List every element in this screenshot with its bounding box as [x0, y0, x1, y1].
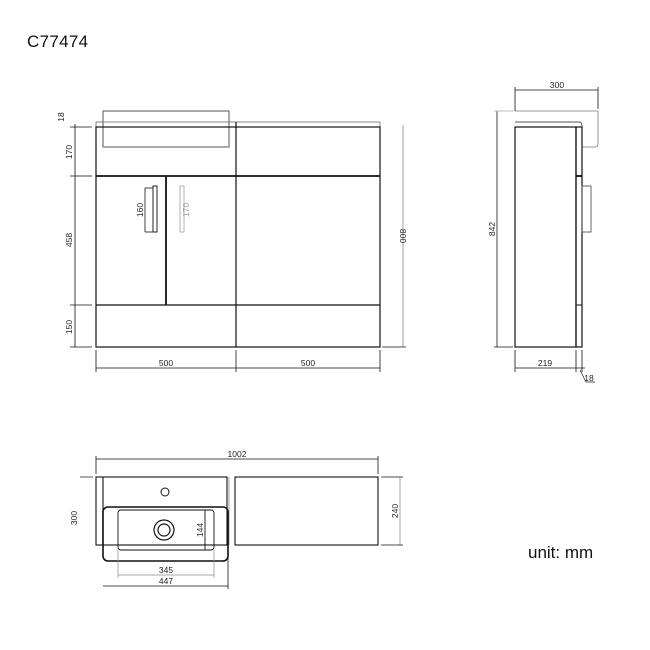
door-edge — [575, 126, 583, 348]
dim-bowl-depth: 144 — [195, 523, 205, 537]
basin-front — [102, 110, 230, 148]
dim-right-width: 500 — [301, 358, 315, 368]
side-handle-icon — [581, 185, 592, 233]
dim-total-width: 1002 — [228, 449, 247, 459]
dim-depth-top: 300 — [550, 80, 564, 90]
dim-handle-left: 160 — [135, 203, 145, 217]
handle-left-icon — [152, 185, 158, 233]
dim-door-thickness: 18 — [584, 373, 594, 383]
waste-outer-icon — [153, 519, 175, 541]
dim-basin-depth: 300 — [69, 511, 79, 525]
dim-left-width: 500 — [159, 358, 173, 368]
dim-handle-right: 170 — [181, 203, 191, 217]
side-view — [494, 87, 599, 383]
dim-total-height: 800 — [398, 229, 408, 243]
countertop — [95, 121, 381, 128]
dim-basin-width: 447 — [159, 576, 173, 586]
dim-cabinet-depth: 240 — [390, 504, 400, 518]
dim-basin-rim: 18 — [56, 112, 66, 122]
cabinet-body — [95, 126, 381, 348]
dim-plinth: 150 — [64, 320, 74, 334]
top-view — [80, 456, 403, 589]
basin-outer — [102, 506, 229, 562]
dim-side-height: 842 — [487, 222, 497, 236]
cabinet-top — [234, 476, 379, 546]
basin-top — [95, 476, 228, 546]
front-view — [70, 110, 406, 372]
unit-label: unit: mm — [528, 543, 594, 562]
waste-inner-icon — [157, 523, 171, 537]
dim-top-section: 170 — [64, 145, 74, 159]
dim-body-depth: 219 — [538, 358, 552, 368]
handle-right-icon — [179, 185, 185, 233]
tap-hole-icon — [160, 487, 170, 497]
bowl — [117, 509, 215, 551]
product-code: C77474 — [27, 32, 89, 51]
basin-side — [515, 110, 599, 148]
side-body — [514, 126, 577, 348]
dim-door-section: 458 — [64, 233, 74, 247]
dim-bowl-width: 345 — [159, 565, 173, 575]
